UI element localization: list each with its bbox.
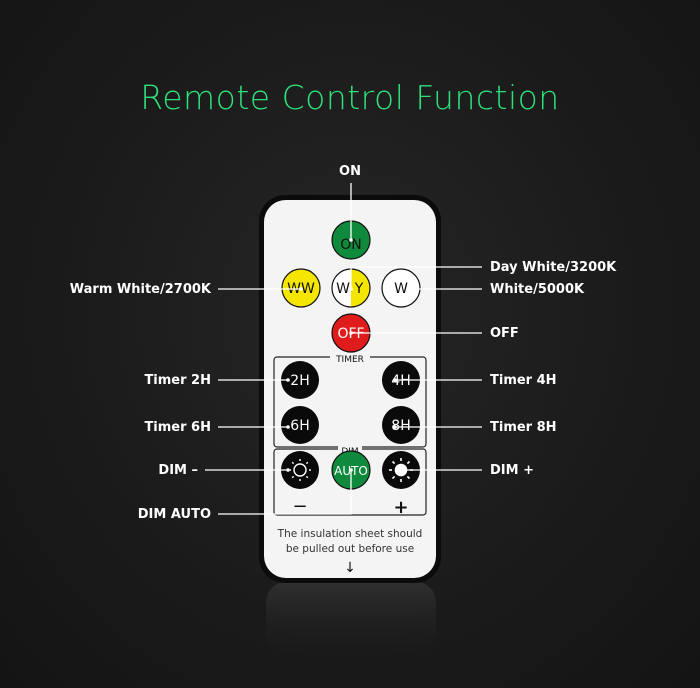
white-button-label: W xyxy=(394,281,408,297)
insulation-note-line2: be pulled out before use xyxy=(286,543,414,555)
day-white-button[interactable]: W Y xyxy=(331,268,371,308)
timer-group-label: TIMER xyxy=(335,355,364,365)
warm-white-label: Warm White/2700K xyxy=(70,282,212,297)
dim-minus-callout: DIM – xyxy=(158,463,198,478)
timer-2h-label: 2H xyxy=(290,373,309,389)
day-white-button-label-w: W xyxy=(336,281,350,297)
timer-8h-button[interactable]: 8H xyxy=(382,406,420,444)
timer-6h-button[interactable]: 6H xyxy=(281,406,319,444)
off-label: OFF xyxy=(490,326,519,341)
dim-plus-symbol: + xyxy=(393,497,408,518)
timer-6h-label: 6H xyxy=(290,418,309,434)
pull-arrow-icon: ↓ xyxy=(344,560,356,576)
dim-auto-callout: DIM AUTO xyxy=(138,507,211,522)
dim-plus-callout: DIM + xyxy=(490,463,534,478)
insulation-note-line1: The insulation sheet should xyxy=(277,528,423,540)
callout-lines xyxy=(205,183,482,515)
white-button[interactable]: W xyxy=(381,268,421,308)
dim-minus-symbol: − xyxy=(292,496,307,517)
timer-8h-label: 8H xyxy=(391,418,410,434)
day-white-button-label-y: Y xyxy=(354,281,364,297)
page-title: Remote Control Function xyxy=(140,78,560,117)
timer-4h-label: 4H xyxy=(391,373,410,389)
dim-minus-button[interactable] xyxy=(281,451,319,489)
remote-reflection xyxy=(266,582,436,652)
white-label: White/5000K xyxy=(490,282,585,297)
on-button-label: ON xyxy=(340,237,362,253)
timer-8h-callout: Timer 8H xyxy=(490,420,557,435)
on-label: ON xyxy=(339,164,361,179)
day-white-label: Day White/3200K xyxy=(490,260,617,275)
timer-6h-callout: Timer 6H xyxy=(144,420,211,435)
timer-2h-button[interactable]: 2H xyxy=(281,361,319,399)
timer-2h-callout: Timer 2H xyxy=(144,373,211,388)
timer-4h-callout: Timer 4H xyxy=(490,373,557,388)
